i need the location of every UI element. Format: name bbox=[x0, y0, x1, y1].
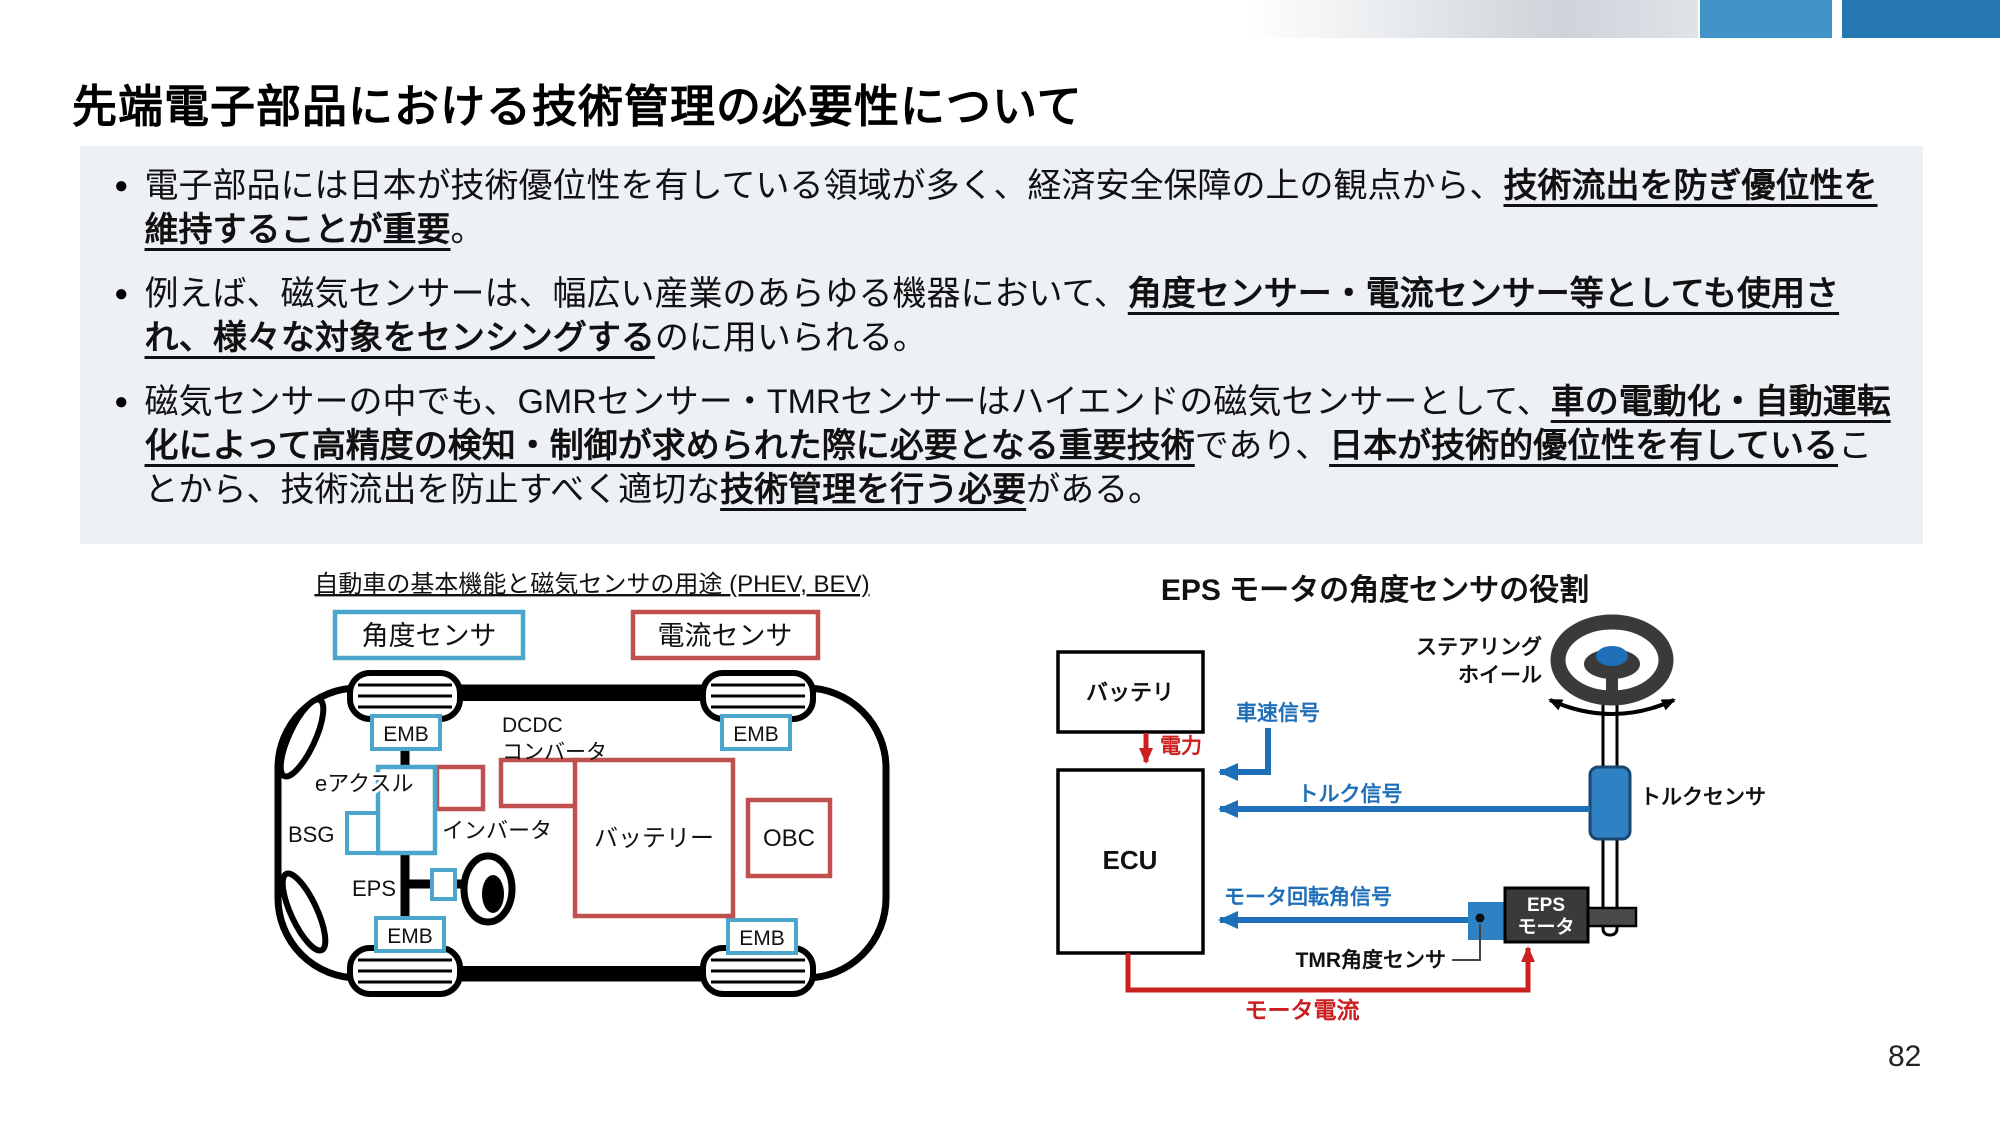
current-sensor-legend-label: 電流センサ bbox=[658, 621, 793, 651]
tmr-sensor-label: TMR角度センサ bbox=[1296, 948, 1447, 972]
text-segment: がある。 bbox=[1026, 471, 1163, 509]
inverter-label: インバータ bbox=[442, 818, 552, 843]
bullet-item: ● 電子部品には日本が技術優位性を有している領域が多く、経済安全保障の上の観点から… bbox=[114, 164, 1897, 252]
text-segment: 例えば、磁気センサーは、幅広い産業のあらゆる機器において、 bbox=[144, 275, 1128, 313]
car-front-light-bottom bbox=[279, 870, 329, 954]
bullet-item: ● 例えば、磁気センサーは、幅広い産業のあらゆる機器において、角度センサー・電流セ… bbox=[114, 272, 1897, 360]
bullet-list: ● 電子部品には日本が技術優位性を有している領域が多く、経済安全保障の上の観点から… bbox=[80, 146, 1923, 512]
text-segment: であり、 bbox=[1194, 427, 1330, 465]
wheel-rear-left bbox=[347, 945, 463, 997]
bullet-text: 電子部品には日本が技術優位性を有している領域が多く、経済安全保障の上の観点から、… bbox=[145, 164, 1898, 252]
tmr-sensor-box bbox=[1468, 902, 1504, 940]
wheel-front-left bbox=[347, 670, 463, 722]
rack-bar bbox=[1586, 906, 1638, 928]
steering-label-line1: ステアリング bbox=[1416, 635, 1542, 659]
eps-battery-label: バッテリ bbox=[1086, 680, 1174, 705]
emb-box-rear-left bbox=[374, 916, 446, 953]
obc-label: OBC bbox=[763, 825, 815, 852]
emphasized-text: 技術流出を防ぎ優位性を維持することが重要 bbox=[144, 167, 1878, 249]
battery-label: バッテリー bbox=[594, 825, 714, 852]
angle-sensor-legend-label: 角度センサ bbox=[362, 621, 497, 651]
eps-diagram: EPS モータの角度センサの役割 バッテリ 電力 ECU 車速信号 トルク信号 bbox=[1056, 574, 1766, 1023]
motor-icon bbox=[460, 852, 516, 926]
emphasized-text: 車の電動化・自動運転化によって高精度の検知・制御が求められた際に必要となる重要技… bbox=[144, 383, 1891, 465]
emphasized-text: 技術管理を行う必要 bbox=[720, 471, 1027, 509]
steering-label-line2: ホイール bbox=[1458, 664, 1542, 687]
deco-blue-bar-2 bbox=[1842, 0, 2000, 38]
vehicle-speed-signal-arrow bbox=[1218, 728, 1271, 781]
eps-sensor-box bbox=[430, 868, 457, 901]
dcdc-label-line1: DCDC bbox=[502, 714, 563, 737]
deco-blue-bar-1 bbox=[1700, 0, 1832, 38]
deco-gradient-bar bbox=[1248, 0, 1698, 38]
eps-motor-label-line2: モータ bbox=[1517, 916, 1574, 938]
eps-motor-box bbox=[1503, 886, 1590, 944]
torque-sensor-cylinder bbox=[1588, 765, 1632, 841]
e-axle-box bbox=[375, 764, 438, 856]
bullet-icon: ● bbox=[114, 280, 129, 307]
battery-box bbox=[572, 757, 736, 919]
motor-angle-signal-label: モータ回転角信号 bbox=[1224, 885, 1392, 909]
text-segment: 。 bbox=[450, 211, 485, 249]
bullet-text: 例えば、磁気センサーは、幅広い産業のあらゆる機器において、角度センサー・電流セン… bbox=[145, 272, 1898, 360]
emb-label-front-left: EMB bbox=[383, 723, 429, 746]
dcdc-converter-box bbox=[498, 757, 580, 809]
eps-battery-box bbox=[1056, 650, 1205, 734]
eps-diagram-title: EPS モータの角度センサの役割 bbox=[1161, 574, 1589, 607]
dcdc-label-line2: コンバータ bbox=[502, 741, 607, 764]
emb-label-front-right: EMB bbox=[733, 723, 779, 746]
text-segment: 電子部品には日本が技術優位性を有している領域が多く、経済安全保障の上の観点から、 bbox=[144, 167, 1504, 205]
power-label: 電力 bbox=[1160, 735, 1202, 758]
inverter-box bbox=[434, 764, 486, 812]
emphasized-text: 角度センサー・電流センサー等としても使用され、様々な対象をセンシングする bbox=[144, 275, 1840, 357]
torque-sensor-label: トルクセンサ bbox=[1640, 786, 1766, 809]
emb-box-rear-right bbox=[726, 918, 798, 955]
wheel-rear-right bbox=[700, 945, 816, 997]
emb-label-rear-right: EMB bbox=[739, 927, 785, 950]
emb-label-rear-left: EMB bbox=[387, 925, 433, 948]
e-axle-label: eアクスル bbox=[315, 771, 413, 796]
rotation-arrows bbox=[1548, 698, 1676, 716]
eps-motor-label-line1: EPS bbox=[1527, 895, 1565, 916]
bsg-label: BSG bbox=[288, 822, 334, 847]
eps-label: EPS bbox=[352, 876, 396, 901]
current-sensor-legend-box bbox=[630, 609, 821, 661]
steering-wheel-icon bbox=[1550, 614, 1674, 706]
text-segment: のに用いられる。 bbox=[654, 319, 927, 357]
motor-current-arrow bbox=[1125, 946, 1535, 993]
page-title: 先端電子部品における技術管理の必要性について bbox=[72, 81, 1083, 133]
emb-box-front-left bbox=[370, 714, 442, 751]
bullet-text: 磁気センサーの中でも、GMRセンサー・TMRセンサーはハイエンドの磁気センサーと… bbox=[145, 380, 1898, 512]
motor-current-label: モータ電流 bbox=[1245, 997, 1360, 1023]
emb-box-front-right bbox=[720, 714, 792, 751]
ecu-label: ECU bbox=[1103, 845, 1158, 875]
ecu-box bbox=[1056, 768, 1205, 955]
bullet-item: ● 磁気センサーの中でも、GMRセンサー・TMRセンサーはハイエンドの磁気センサー… bbox=[114, 380, 1897, 512]
bullet-icon: ● bbox=[114, 172, 129, 199]
text-segment: ことから、技術流出を防止すべく適切な bbox=[144, 427, 1873, 509]
wheel-front-right bbox=[700, 670, 816, 722]
tmr-sensor-dot bbox=[1475, 913, 1485, 923]
text-segment: 磁気センサーの中でも、GMRセンサー・TMRセンサーはハイエンドの磁気センサーと… bbox=[144, 383, 1551, 421]
obc-box bbox=[745, 797, 833, 879]
bullet-icon: ● bbox=[114, 388, 129, 415]
vehicle-speed-signal-label: 車速信号 bbox=[1236, 701, 1320, 725]
page-number: 82 bbox=[1888, 1040, 1922, 1073]
emphasized-text: 日本が技術的優位性を有している bbox=[1329, 427, 1839, 465]
torque-signal-label: トルク信号 bbox=[1298, 782, 1403, 806]
car-diagram-title: 自動車の基本機能と磁気センサの用途 (PHEV, BEV) bbox=[314, 571, 869, 598]
summary-panel: ● 電子部品には日本が技術優位性を有している領域が多く、経済安全保障の上の観点から… bbox=[80, 146, 1923, 544]
car-diagram: 自動車の基本機能と磁気センサの用途 (PHEV, BEV) 角度センサ 電流セン… bbox=[274, 571, 890, 997]
tmr-connector-line bbox=[1452, 924, 1481, 961]
car-front-light-top bbox=[277, 696, 327, 780]
angle-sensor-legend-box bbox=[332, 609, 526, 661]
bsg-box bbox=[345, 811, 380, 855]
